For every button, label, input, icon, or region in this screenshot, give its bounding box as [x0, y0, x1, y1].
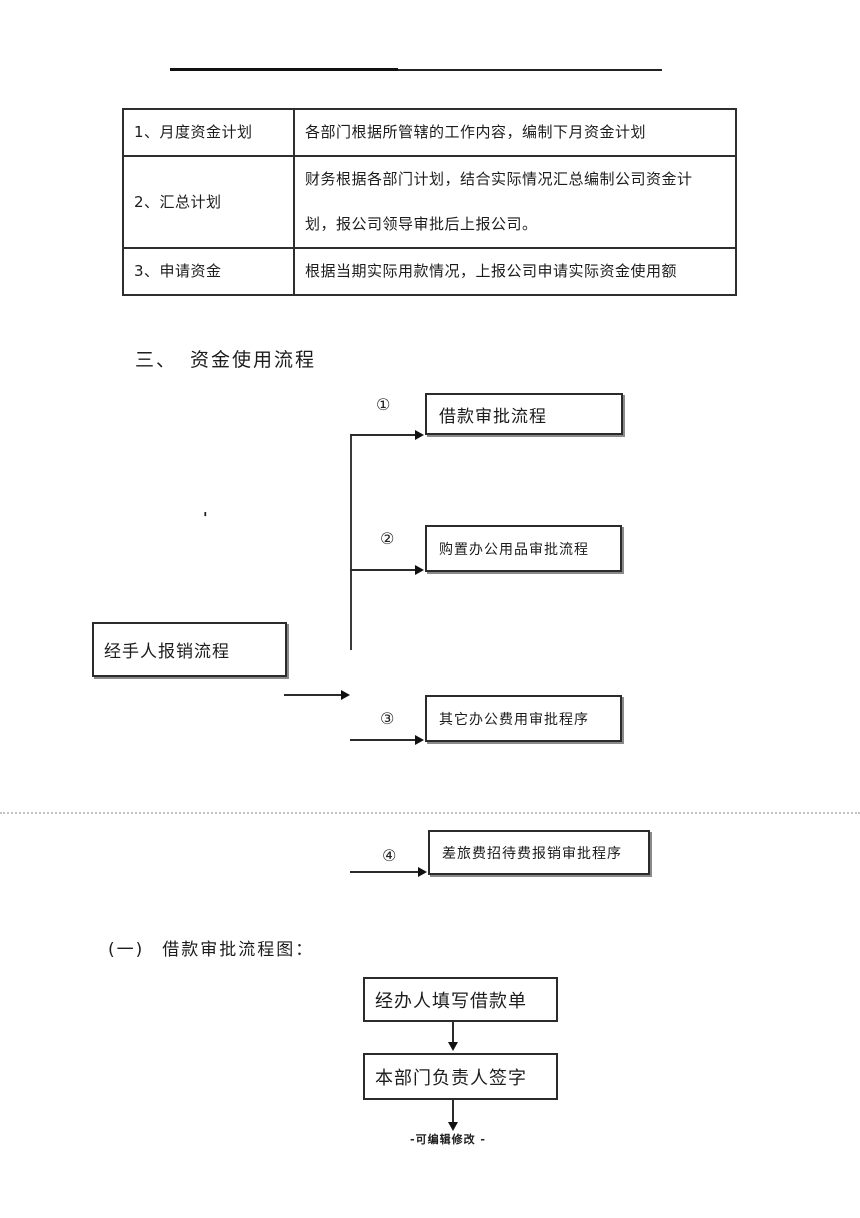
- table-cell-step: 3、申请资金: [122, 247, 295, 296]
- loan-step-fill-form: 经办人填写借款单: [363, 977, 558, 1022]
- page-break-dotted-line: [0, 812, 860, 814]
- section-number: 三、: [135, 349, 178, 371]
- flow-box-travel-entertainment: 差旅费招待费报销审批程序: [428, 830, 650, 875]
- table-cell-desc: 根据当期实际用款情况，上报公司申请实际资金使用额: [293, 247, 737, 296]
- flow-box-handler-reimbursement: 经手人报销流程: [92, 622, 287, 677]
- table-row: 3、申请资金 根据当期实际用款情况，上报公司申请实际资金使用额: [122, 247, 737, 296]
- flow-box-other-office-expense: 其它办公费用审批程序: [425, 695, 622, 742]
- arrow-to-branch-2: [350, 565, 424, 575]
- branch-number-4: ④: [382, 846, 397, 865]
- section-title: 资金使用流程: [190, 349, 317, 371]
- flow-box-office-supplies: 购置办公用品审批流程: [425, 525, 622, 572]
- top-rule-thick: [170, 68, 398, 71]
- subsection-title: 借款审批流程图：: [162, 940, 315, 960]
- table-cell-step: 1、月度资金计划: [122, 108, 295, 157]
- loan-step-dept-head-sign: 本部门负责人签字: [363, 1053, 558, 1100]
- arrow-to-branch-4: [350, 867, 427, 877]
- arrow-from-source: [284, 690, 350, 700]
- table-cell-desc: 财务根据各部门计划，结合实际情况汇总编制公司资金计 划，报公司领导审批后上报公司…: [293, 155, 737, 249]
- section-heading: 三、 资金使用流程: [135, 345, 316, 372]
- table-cell-desc: 各部门根据所管辖的工作内容，编制下月资金计划: [293, 108, 737, 157]
- stray-tick-mark: ': [203, 509, 208, 527]
- flow-box-loan-approval: 借款审批流程: [425, 393, 623, 435]
- table-row: 1、月度资金计划 各部门根据所管辖的工作内容，编制下月资金计划: [122, 108, 737, 157]
- branch-number-3: ③: [380, 709, 395, 728]
- footer-editable-note: -可编辑修改 -: [410, 1133, 486, 1146]
- table-row: 2、汇总计划 财务根据各部门计划，结合实际情况汇总编制公司资金计 划，报公司领导…: [122, 155, 737, 249]
- fund-plan-table: 1、月度资金计划 各部门根据所管辖的工作内容，编制下月资金计划 2、汇总计划 财…: [122, 108, 737, 296]
- subsection-number: (一): [108, 940, 145, 960]
- branch-number-2: ②: [380, 529, 395, 548]
- arrow-to-branch-3: [350, 735, 424, 745]
- table-cell-step: 2、汇总计划: [122, 155, 295, 249]
- arrow-to-branch-1: [350, 430, 424, 440]
- down-arrow: [448, 1022, 458, 1051]
- subsection-heading: (一) 借款审批流程图：: [108, 935, 314, 960]
- connector-vertical-line: [350, 436, 352, 650]
- branch-number-1: ①: [376, 395, 391, 414]
- down-arrow: [448, 1100, 458, 1131]
- top-rule-thin: [398, 69, 662, 71]
